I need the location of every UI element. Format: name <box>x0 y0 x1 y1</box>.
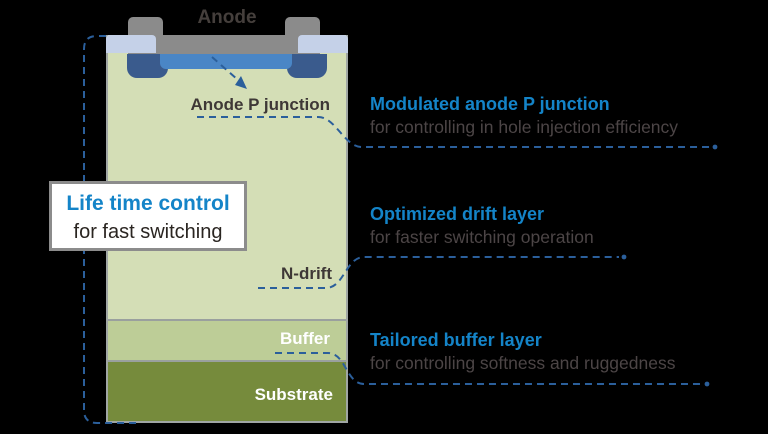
annotation-anode-p-junction: Modulated anode P junction for controlli… <box>370 93 678 139</box>
anode-metal-contact <box>128 35 320 54</box>
leader-dot-n-drift <box>621 254 627 260</box>
passivation-strip-right <box>298 35 348 53</box>
passivation-strip-left <box>106 35 156 53</box>
anode-p-junction-label: Anode P junction <box>190 95 330 114</box>
annotation-buffer-layer: Tailored buffer layer for controlling so… <box>370 329 675 375</box>
callout-subtitle: for fast switching <box>73 221 223 243</box>
substrate-label: Substrate <box>254 385 333 404</box>
annotation-subtitle: for controlling softness and ruggedness <box>370 353 676 373</box>
anode-label: Anode <box>197 7 257 28</box>
annotation-title: Modulated anode P junction <box>370 94 610 114</box>
annotation-title: Optimized drift layer <box>370 204 545 224</box>
anode-post-right <box>285 17 320 39</box>
lifetime-control-callout: Life time control for fast switching <box>49 181 247 251</box>
buffer-label: Buffer <box>279 329 330 348</box>
leader-dot-anode-p-junction <box>712 144 718 150</box>
annotation-subtitle: for faster switching operation <box>370 227 594 247</box>
annotation-title: Tailored buffer layer <box>370 330 542 350</box>
leader-dot-buffer <box>704 381 710 387</box>
callout-title: Life time control <box>66 192 230 215</box>
p-well-right <box>287 54 327 78</box>
annotation-subtitle: for controlling in hole injection effici… <box>370 117 679 137</box>
n-drift-label: N-drift <box>281 264 332 283</box>
anode-post-left <box>128 17 163 39</box>
annotation-drift-layer: Optimized drift layer for faster switchi… <box>370 203 594 249</box>
anode-p-junction-region <box>160 54 292 69</box>
